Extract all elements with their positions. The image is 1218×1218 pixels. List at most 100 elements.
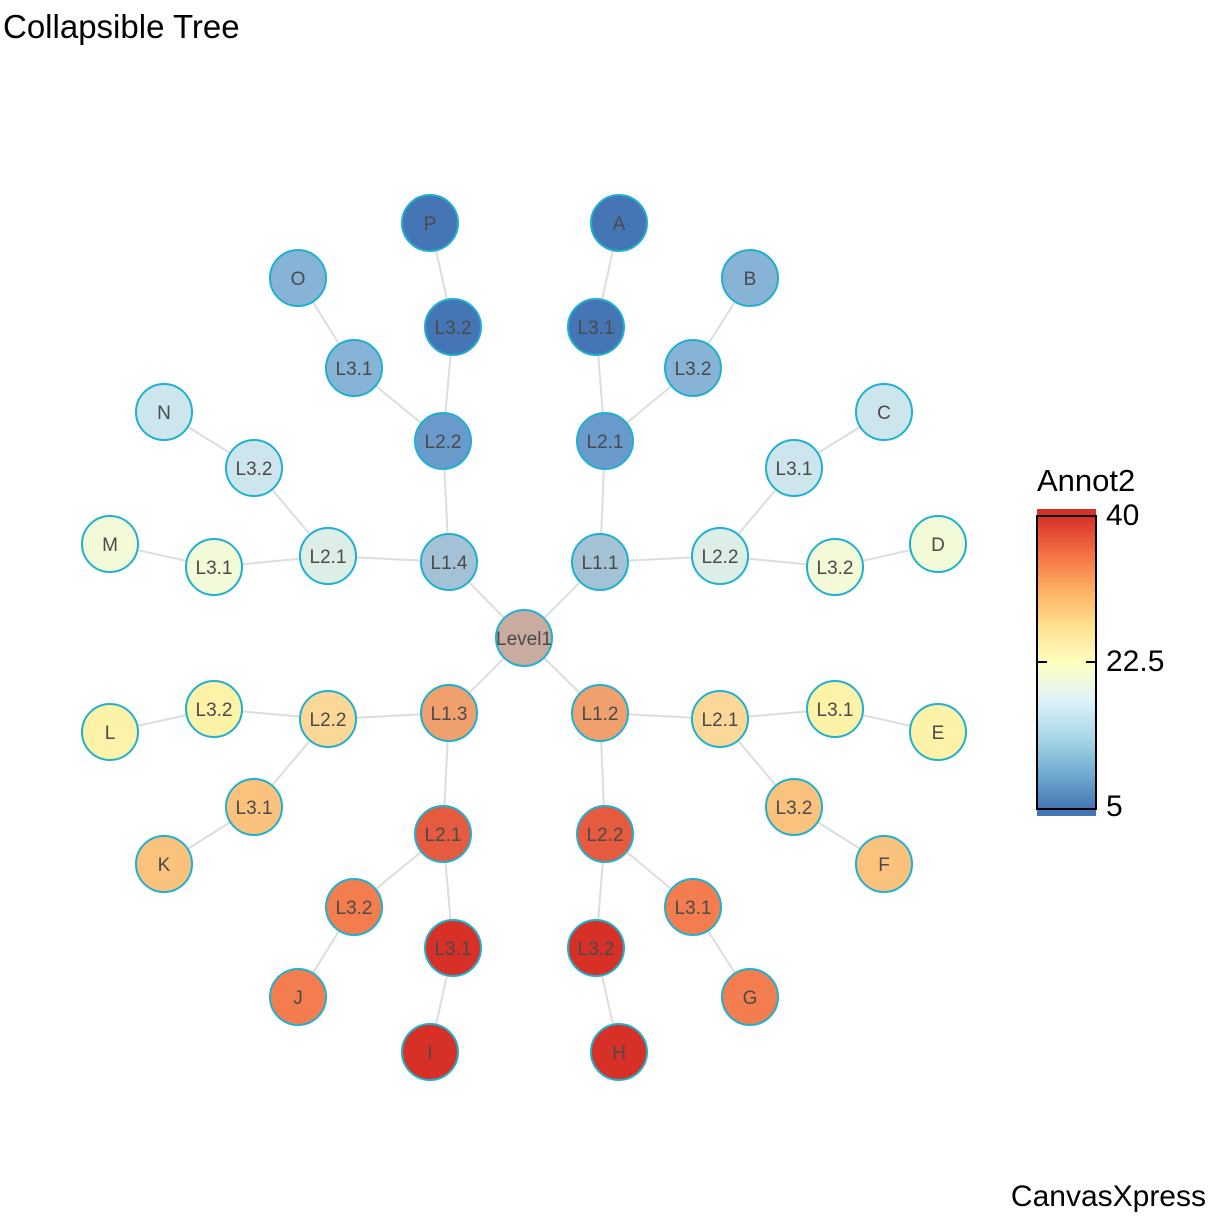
tree-node[interactable]: L3.2 — [664, 339, 722, 397]
node-circle[interactable] — [135, 835, 193, 893]
node-circle[interactable] — [691, 690, 749, 748]
tree-node[interactable]: B — [721, 249, 779, 307]
node-circle[interactable] — [571, 533, 629, 591]
node-circle[interactable] — [401, 1023, 459, 1081]
node-circle[interactable] — [590, 1023, 648, 1081]
tree-node[interactable]: L3.1 — [806, 680, 864, 738]
node-circle[interactable] — [721, 968, 779, 1026]
node-circle[interactable] — [269, 968, 327, 1026]
legend-cap-top — [1037, 509, 1096, 516]
tree-node[interactable]: M — [81, 515, 139, 573]
tree-node[interactable]: L2.1 — [576, 412, 634, 470]
node-circle[interactable] — [420, 533, 478, 591]
node-circle[interactable] — [664, 878, 722, 936]
node-circle[interactable] — [414, 805, 472, 863]
node-circle[interactable] — [909, 703, 967, 761]
legend-max-label: 40 — [1106, 499, 1139, 532]
node-label: I — [427, 1043, 432, 1064]
tree-node[interactable]: L3.1 — [424, 919, 482, 977]
node-circle[interactable] — [414, 412, 472, 470]
node-circle[interactable] — [576, 805, 634, 863]
legend-title: Annot2 — [1037, 463, 1135, 498]
node-circle[interactable] — [855, 835, 913, 893]
node-label: L2.2 — [310, 710, 347, 731]
tree-node[interactable]: K — [135, 835, 193, 893]
tree-node[interactable]: L3.2 — [185, 680, 243, 738]
tree-node[interactable]: H — [590, 1023, 648, 1081]
tree-node[interactable]: L1.2 — [571, 684, 629, 742]
tree-node[interactable]: Level1 — [495, 609, 553, 667]
tree-node[interactable]: L3.1 — [185, 538, 243, 596]
node-circle[interactable] — [721, 249, 779, 307]
tree-node[interactable]: F — [855, 835, 913, 893]
node-label: L1.4 — [431, 553, 468, 574]
node-label: O — [291, 269, 306, 290]
node-circle[interactable] — [185, 680, 243, 738]
node-circle[interactable] — [806, 680, 864, 738]
node-circle[interactable] — [590, 194, 648, 252]
node-circle[interactable] — [325, 339, 383, 397]
tree-node[interactable]: L3.1 — [325, 339, 383, 397]
tree-node[interactable]: L1.1 — [571, 533, 629, 591]
tree-node[interactable]: G — [721, 968, 779, 1026]
node-circle[interactable] — [299, 527, 357, 585]
tree-node[interactable]: E — [909, 703, 967, 761]
tree-node[interactable]: P — [401, 194, 459, 252]
tree-node[interactable]: N — [135, 383, 193, 441]
node-circle[interactable] — [576, 412, 634, 470]
node-label: D — [931, 535, 945, 556]
node-circle[interactable] — [299, 690, 357, 748]
tree-node[interactable]: L2.1 — [414, 805, 472, 863]
node-circle[interactable] — [81, 703, 139, 761]
node-circle[interactable] — [225, 439, 283, 497]
node-circle[interactable] — [135, 383, 193, 441]
tree-node[interactable]: L2.1 — [299, 527, 357, 585]
tree-node[interactable]: J — [269, 968, 327, 1026]
tree-node[interactable]: L3.2 — [424, 298, 482, 356]
tree-node[interactable]: C — [855, 383, 913, 441]
legend-cap-bottom — [1037, 809, 1096, 816]
node-circle[interactable] — [185, 538, 243, 596]
tree-node[interactable]: L1.3 — [420, 684, 478, 742]
tree-node[interactable]: D — [909, 515, 967, 573]
node-circle[interactable] — [424, 298, 482, 356]
node-circle[interactable] — [325, 878, 383, 936]
node-circle[interactable] — [571, 684, 629, 742]
node-label: F — [878, 855, 890, 876]
node-circle[interactable] — [401, 194, 459, 252]
node-circle[interactable] — [806, 538, 864, 596]
tree-node[interactable]: L3.1 — [664, 878, 722, 936]
tree-node[interactable]: O — [269, 249, 327, 307]
tree-node[interactable]: L2.2 — [299, 690, 357, 748]
node-circle[interactable] — [691, 527, 749, 585]
node-circle[interactable] — [765, 778, 823, 836]
tree-node[interactable]: L3.2 — [806, 538, 864, 596]
tree-node[interactable]: L3.1 — [765, 439, 823, 497]
tree-node[interactable]: L3.2 — [765, 778, 823, 836]
tree-node[interactable]: L3.1 — [567, 298, 625, 356]
node-circle[interactable] — [420, 684, 478, 742]
node-circle[interactable] — [269, 249, 327, 307]
node-circle[interactable] — [81, 515, 139, 573]
tree-node[interactable]: L2.1 — [691, 690, 749, 748]
node-circle[interactable] — [765, 439, 823, 497]
tree-node[interactable]: A — [590, 194, 648, 252]
node-circle[interactable] — [664, 339, 722, 397]
tree-node[interactable]: L2.2 — [414, 412, 472, 470]
node-circle[interactable] — [909, 515, 967, 573]
tree-node[interactable]: I — [401, 1023, 459, 1081]
tree-node[interactable]: L3.1 — [225, 778, 283, 836]
tree-node[interactable]: L3.2 — [567, 919, 625, 977]
node-circle[interactable] — [424, 919, 482, 977]
node-circle[interactable] — [567, 919, 625, 977]
tree-node[interactable]: L1.4 — [420, 533, 478, 591]
node-circle[interactable] — [225, 778, 283, 836]
tree-node[interactable]: L3.2 — [225, 439, 283, 497]
tree-node[interactable]: L2.2 — [691, 527, 749, 585]
tree-node[interactable]: L2.2 — [576, 805, 634, 863]
node-circle[interactable] — [567, 298, 625, 356]
node-circle[interactable] — [495, 609, 553, 667]
tree-node[interactable]: L — [81, 703, 139, 761]
tree-node[interactable]: L3.2 — [325, 878, 383, 936]
node-circle[interactable] — [855, 383, 913, 441]
